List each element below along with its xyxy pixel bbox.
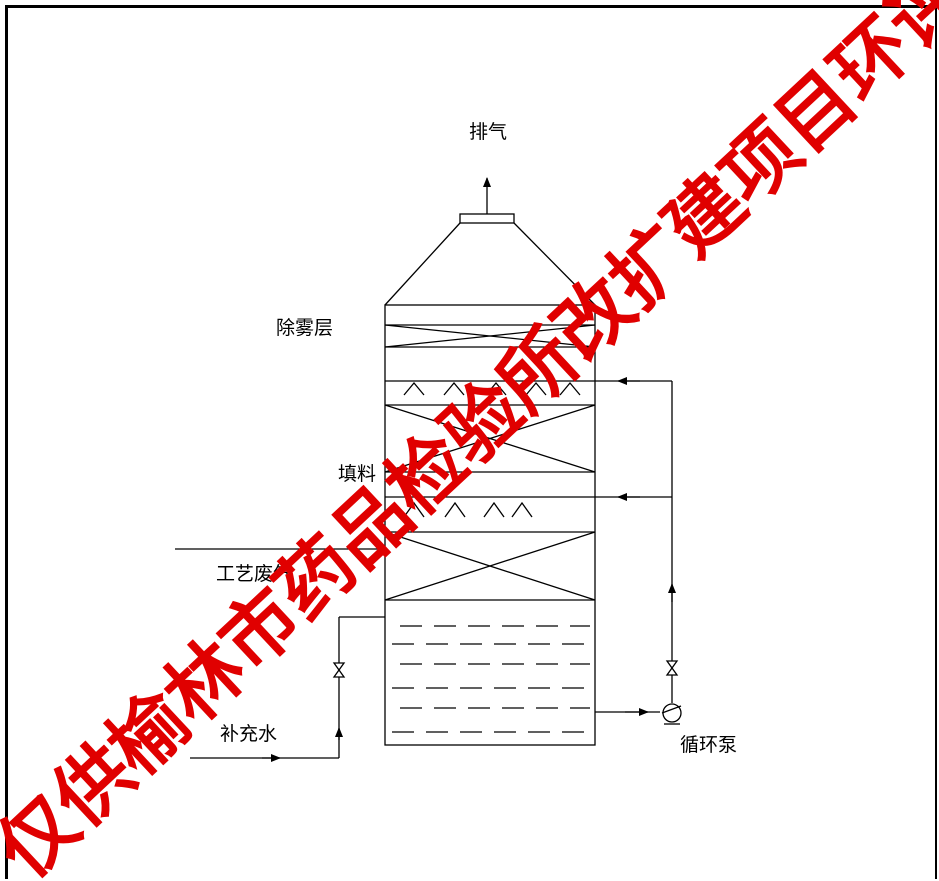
tower-body	[384, 304, 596, 746]
makeup-water-valve	[332, 662, 346, 678]
label-packing: 填料	[338, 463, 376, 485]
upper-packing-bed	[384, 404, 596, 473]
label-exhaust: 排气	[469, 121, 507, 143]
liquid-reservoir	[392, 625, 590, 733]
tower-cone-left	[384, 222, 461, 306]
makeup-water-line	[190, 616, 385, 762]
tower-cone-right	[513, 222, 596, 306]
demister-layer	[384, 324, 596, 348]
recirculation-line	[595, 377, 676, 716]
label-makeup-water: 补充水	[220, 723, 277, 745]
label-circulation-pump: 循环泵	[680, 734, 737, 756]
label-demister: 除雾层	[276, 317, 333, 339]
label-process-gas: 工艺废气	[216, 563, 292, 585]
exhaust-outlet	[459, 213, 515, 224]
recirculation-valve	[665, 660, 679, 676]
circulation-pump-symbol	[661, 703, 682, 725]
lower-spray-nozzles	[403, 501, 533, 518]
tower-structure	[175, 177, 682, 762]
upper-spray-nozzles	[403, 381, 581, 396]
diagram-frame	[5, 5, 937, 879]
lower-packing-bed	[384, 531, 596, 601]
